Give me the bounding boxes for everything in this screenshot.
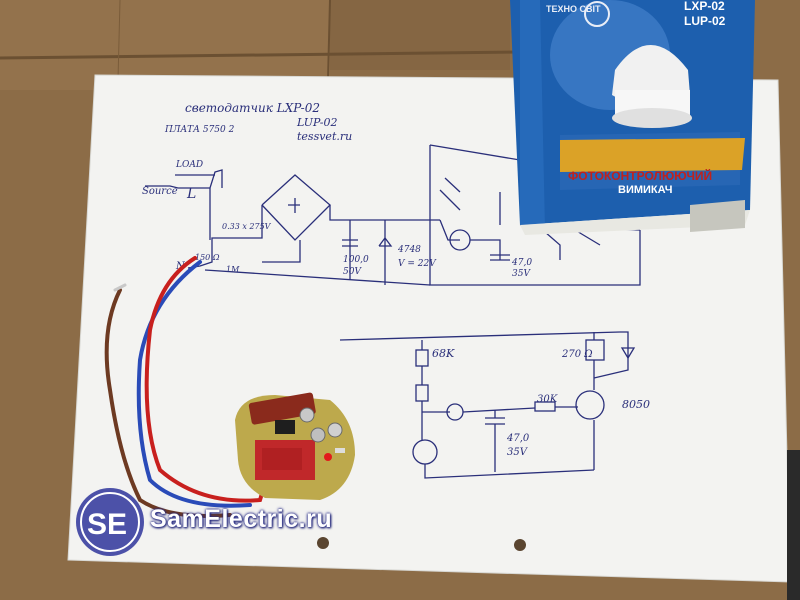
label-load: LOAD — [175, 160, 203, 170]
note-title: светодатчик LXP-02 — [185, 101, 320, 115]
note-board: ПЛАТА 5750 2 — [164, 125, 235, 135]
label-cap: 47,0 — [506, 433, 530, 444]
label-zener: 4748 — [397, 245, 421, 255]
label-line: L — [186, 186, 196, 202]
label-r-parallel: 1M — [226, 265, 240, 274]
label-neutral: N — [175, 261, 186, 272]
label-c-series: 0.33 x 275V — [222, 222, 272, 231]
note-model: LUP-02 — [296, 116, 338, 129]
label-cap-second: 47,0 — [511, 258, 532, 268]
punch-hole — [514, 539, 526, 551]
watermark-logo — [76, 488, 144, 556]
label-r-series: 150 Ω — [195, 253, 220, 262]
label-transistor: 8050 — [622, 398, 650, 411]
label-r-top: 68K — [432, 347, 455, 360]
label-r-relay: 270 Ω — [561, 349, 593, 360]
box-caption-1: ФОТОКОНТРОЛЮЮЧИЙ — [568, 168, 712, 183]
label-cap-main-v: 50V — [343, 267, 362, 277]
note-site: tessvet.ru — [297, 130, 352, 143]
punch-hole — [317, 537, 329, 549]
box-caption-2: ВИМИКАЧ — [618, 184, 672, 196]
watermark-logo-text: SE — [87, 508, 127, 541]
pen-edge — [787, 450, 800, 600]
box-brand: ТЕХНО СВІТ — [546, 4, 601, 14]
pcb-board — [235, 392, 355, 500]
product-box — [510, 0, 755, 235]
label-cap-main: 100,0 — [343, 255, 369, 265]
label-cap-second-v: 35V — [512, 269, 531, 279]
label-cap-v: 35V — [507, 447, 529, 458]
box-model-2: LUP-02 — [684, 14, 726, 28]
watermark-text: SamElectric.ru — [150, 505, 333, 533]
box-model-1: LXP-02 — [684, 0, 725, 13]
bottom-schematic — [339, 331, 636, 479]
label-zener-v: V = 22V — [398, 259, 437, 269]
label-r-base: 30K — [537, 394, 558, 405]
label-source: Source — [142, 186, 178, 197]
